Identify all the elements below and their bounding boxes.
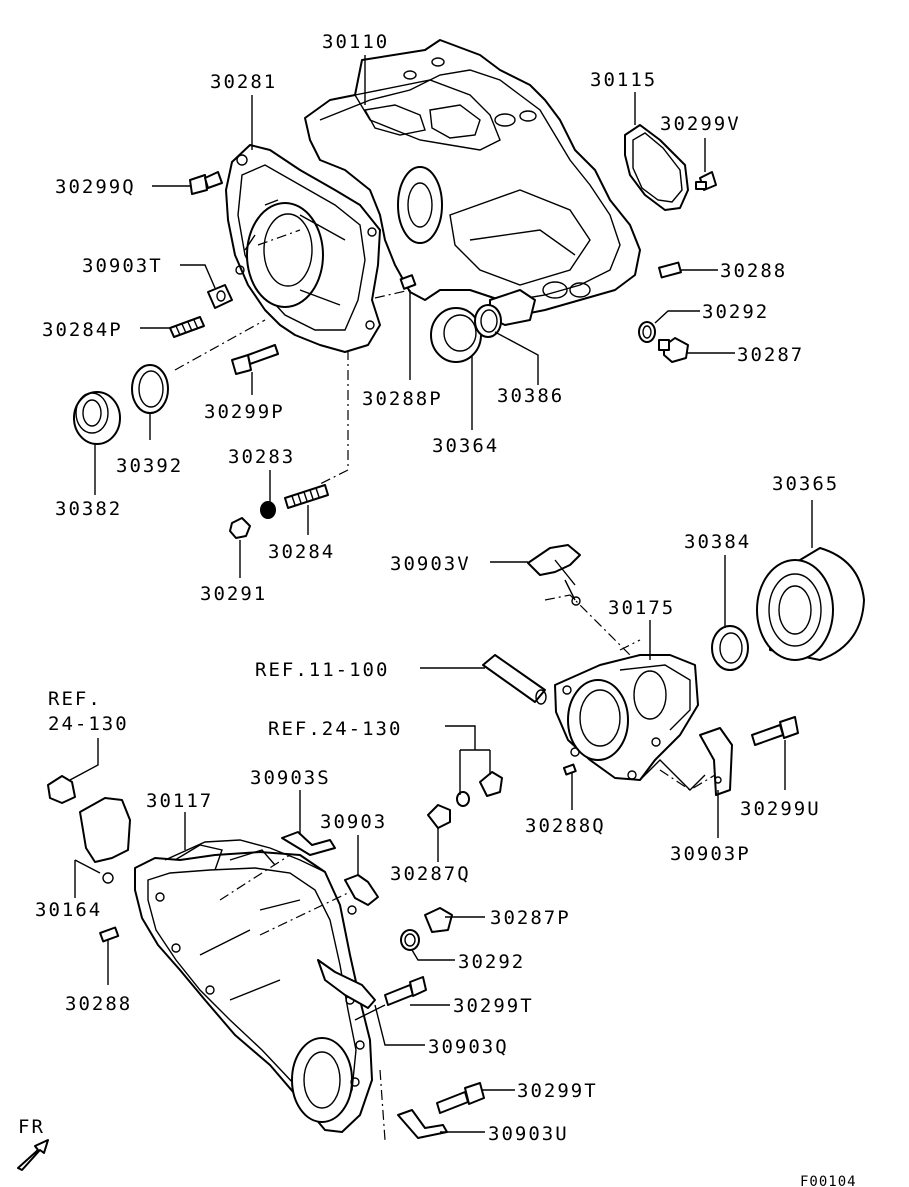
part-labels: 30110 30281 30115 30299V 30299Q 30903T 3… bbox=[35, 31, 839, 1145]
label-30292-lower: 30292 bbox=[458, 951, 525, 973]
label-30287q: 30287Q bbox=[390, 863, 471, 885]
bracket-30903 bbox=[344, 874, 379, 915]
label-30903v: 30903V bbox=[390, 553, 471, 575]
label-30903: 30903 bbox=[320, 811, 387, 833]
label-30903s: 30903S bbox=[250, 767, 331, 789]
label-30291: 30291 bbox=[200, 583, 267, 605]
label-30287p: 30287P bbox=[490, 907, 571, 929]
alignment-lines bbox=[174, 229, 716, 1141]
label-30903p: 30903P bbox=[670, 843, 751, 865]
bolt-30299u bbox=[751, 716, 799, 746]
label-30903u: 30903U bbox=[488, 1123, 569, 1145]
extension-housing-30175 bbox=[554, 654, 706, 791]
bracket-30903p bbox=[699, 727, 733, 796]
bracket-30903q bbox=[317, 959, 386, 1021]
label-30287: 30287 bbox=[737, 344, 804, 366]
label-30288p: 30288P bbox=[362, 388, 443, 410]
pin-30288q bbox=[562, 763, 577, 776]
label-30384: 30384 bbox=[684, 531, 751, 553]
label-30281: 30281 bbox=[210, 71, 277, 93]
leader-lines bbox=[69, 55, 813, 1133]
stud-30284 bbox=[284, 484, 329, 509]
plug-30287q bbox=[427, 804, 451, 829]
label-30299v: 30299V bbox=[660, 113, 741, 135]
label-30117: 30117 bbox=[146, 790, 213, 812]
label-30903t: 30903T bbox=[82, 255, 163, 277]
label-ref-11-100: REF.11-100 bbox=[255, 659, 389, 681]
label-ref-24-130-left-2: 24-130 bbox=[48, 713, 129, 735]
label-30392: 30392 bbox=[116, 455, 183, 477]
label-30284p: 30284P bbox=[42, 319, 123, 341]
seal-30364 bbox=[430, 307, 482, 363]
bolt-30299p bbox=[231, 344, 279, 375]
label-ref-24-130-left-1: REF. bbox=[48, 688, 102, 710]
o-ring-30292-upper bbox=[638, 321, 656, 343]
label-30299p: 30299P bbox=[204, 401, 285, 423]
dowel-30288-lower bbox=[99, 926, 120, 943]
seal-30384 bbox=[711, 625, 749, 671]
bearing-30365 bbox=[756, 547, 865, 661]
stud-30284p bbox=[169, 316, 205, 338]
bracket-30164 bbox=[79, 797, 131, 884]
label-30115: 30115 bbox=[590, 69, 657, 91]
label-30292-upper: 30292 bbox=[702, 301, 769, 323]
dowel-30288-upper bbox=[658, 261, 682, 279]
front-direction-indicator: FR bbox=[17, 1116, 49, 1171]
label-30283: 30283 bbox=[228, 446, 295, 468]
label-ref-24-130-right: REF.24-130 bbox=[268, 718, 402, 740]
bracket-30903s bbox=[281, 831, 336, 856]
label-30299t-lower: 30299T bbox=[517, 1080, 598, 1102]
label-30175: 30175 bbox=[608, 597, 675, 619]
bolt-30299t-lower bbox=[436, 1082, 485, 1114]
label-30299u: 30299U bbox=[740, 798, 821, 820]
ref-11-100-part bbox=[482, 654, 547, 705]
bracket-30903v bbox=[527, 544, 581, 606]
label-30164: 30164 bbox=[35, 899, 102, 921]
pin-30288p bbox=[399, 274, 417, 290]
diagram-code: F00104 bbox=[800, 1174, 857, 1187]
bolt-30299v bbox=[695, 171, 717, 191]
label-30386: 30386 bbox=[497, 385, 564, 407]
front-cover-30281 bbox=[225, 144, 381, 353]
gasket-30115 bbox=[624, 124, 689, 211]
label-30365: 30365 bbox=[772, 473, 839, 495]
bracket-30903u bbox=[397, 1109, 448, 1139]
label-30288-lower: 30288 bbox=[65, 993, 132, 1015]
washer-30392 bbox=[131, 364, 169, 414]
ref-24-130-left-part bbox=[47, 775, 76, 804]
label-30288-upper: 30288 bbox=[720, 260, 787, 282]
bolt-30299q bbox=[189, 171, 223, 195]
label-30110: 30110 bbox=[322, 31, 389, 53]
bracket-30903t bbox=[207, 284, 233, 309]
front-label: FR bbox=[18, 1116, 45, 1138]
label-30284: 30284 bbox=[268, 541, 335, 563]
nut-30283 bbox=[260, 501, 276, 519]
label-30382: 30382 bbox=[55, 498, 122, 520]
label-30288q: 30288Q bbox=[525, 815, 606, 837]
label-30364: 30364 bbox=[432, 435, 499, 457]
front-arrow-icon bbox=[17, 1139, 49, 1171]
plug-30287p bbox=[424, 907, 453, 933]
label-30299t-upper: 30299T bbox=[453, 995, 534, 1017]
cap-30291 bbox=[229, 517, 251, 539]
o-ring-30292-lower bbox=[400, 929, 420, 951]
rear-case-30117 bbox=[134, 839, 373, 1133]
ref-24-130-right-part bbox=[456, 771, 503, 807]
bolt-30299t-upper bbox=[384, 976, 427, 1006]
label-30299q: 30299Q bbox=[55, 176, 136, 198]
label-30903q: 30903Q bbox=[428, 1036, 509, 1058]
plug-30287 bbox=[658, 337, 689, 363]
ring-30386 bbox=[474, 304, 502, 338]
bearing-30382 bbox=[73, 391, 121, 445]
